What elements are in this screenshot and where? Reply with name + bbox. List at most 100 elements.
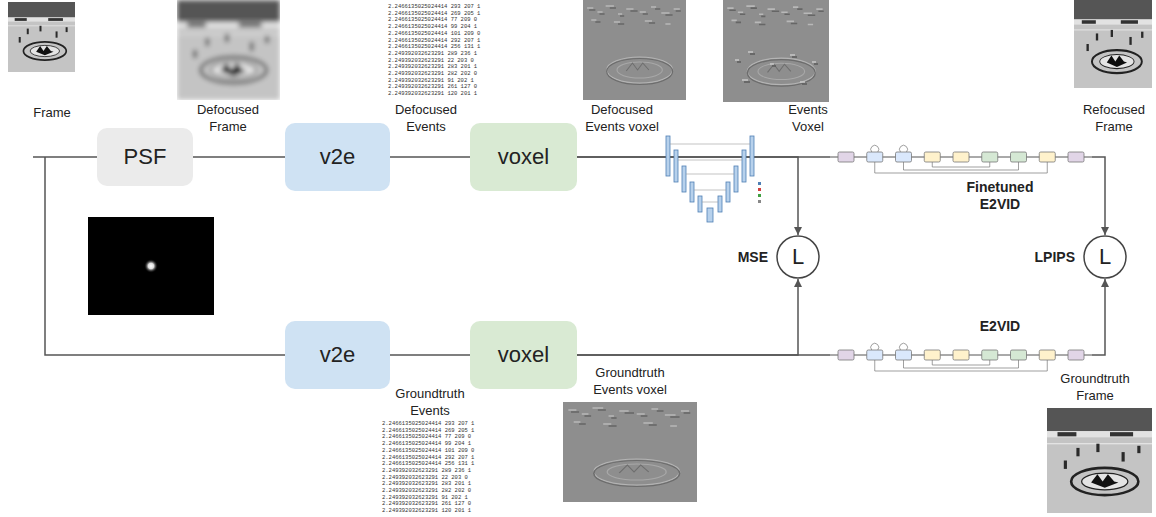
network-layer bbox=[896, 152, 912, 162]
event-record: 2.249392032623291 261 127 0 bbox=[382, 501, 471, 507]
connector bbox=[1092, 279, 1105, 355]
network-layer bbox=[924, 152, 940, 162]
connector bbox=[390, 354, 470, 356]
event-record: 2.249392032623291 282 202 0 bbox=[388, 71, 477, 77]
process-box: v2e bbox=[285, 123, 390, 191]
loss-circle: LPIPSL bbox=[1083, 235, 1127, 279]
event-record: 2.249392032623291 282 202 0 bbox=[382, 488, 471, 494]
connector bbox=[193, 156, 285, 158]
groundtruth-voxel-image bbox=[563, 402, 697, 502]
process-box: voxel bbox=[470, 321, 577, 389]
skip-connection bbox=[932, 360, 990, 365]
image-caption: Frame bbox=[22, 104, 82, 121]
input-branch-line bbox=[45, 157, 285, 355]
network-block: E2VID bbox=[830, 337, 1092, 373]
event-record: 2.2466135025024414 77 209 0 bbox=[388, 17, 477, 23]
network-layer bbox=[982, 350, 998, 360]
event-record: 2.2466135025024414 292 207 1 bbox=[382, 455, 474, 461]
frame-image bbox=[8, 2, 75, 72]
psf-image bbox=[88, 217, 214, 315]
operation-box: PSF bbox=[97, 128, 193, 186]
recurrent-loop bbox=[900, 145, 908, 152]
process-label: voxel bbox=[498, 343, 549, 367]
network-layer bbox=[838, 152, 854, 162]
loss-symbol: L bbox=[1099, 245, 1111, 269]
event-record: 2.249392032623291 289 236 1 bbox=[388, 51, 477, 57]
network-layer bbox=[1011, 152, 1027, 162]
network-layer bbox=[1011, 350, 1027, 360]
event-record: 2.2466135025024414 269 205 1 bbox=[388, 11, 480, 17]
network-graph bbox=[830, 337, 1092, 373]
skip-connection bbox=[904, 162, 1019, 170]
input-line bbox=[33, 156, 97, 158]
recurrent-loop bbox=[871, 145, 879, 152]
event-record: 2.249392032623291 283 201 1 bbox=[382, 481, 471, 487]
network-layer bbox=[838, 350, 854, 360]
network-graph bbox=[830, 139, 1092, 175]
event-record: 2.249392032623291 91 202 1 bbox=[388, 78, 474, 84]
event-record: 2.2466135025024414 293 207 1 bbox=[382, 421, 474, 427]
network-layer bbox=[1068, 350, 1084, 360]
event-record: 2.2466135025024414 99 204 1 bbox=[382, 441, 471, 447]
event-record: 2.2466135025024414 99 204 1 bbox=[388, 24, 477, 30]
event-record: 2.249392032623291 120 201 1 bbox=[388, 91, 477, 97]
connector bbox=[577, 279, 798, 355]
recurrent-loop bbox=[871, 343, 879, 350]
skip-connection bbox=[932, 162, 990, 167]
groundtruth-frame-image bbox=[1047, 408, 1152, 513]
image-caption: Groundtruth Events voxel bbox=[586, 364, 674, 398]
image-caption: Defocused Events voxel bbox=[578, 101, 666, 135]
event-record: 2.2466135025024414 256 131 1 bbox=[388, 44, 480, 50]
loss-circle: MSEL bbox=[776, 235, 820, 279]
process-label: v2e bbox=[320, 343, 355, 367]
image-caption: Refocused Frame bbox=[1074, 101, 1154, 135]
unet-figure bbox=[666, 136, 761, 222]
process-box: v2e bbox=[285, 321, 390, 389]
network-name: E2VID bbox=[955, 318, 1045, 335]
event-record: 2.2466135025024414 101 209 0 bbox=[382, 448, 474, 454]
event-record: 2.249392032623291 289 236 1 bbox=[382, 468, 471, 474]
refocused-frame-image bbox=[1074, 0, 1152, 88]
event-record: 2.2466135025024414 256 131 1 bbox=[382, 461, 474, 467]
network-name: Finetuned E2VID bbox=[955, 179, 1045, 213]
loss-name: LPIPS bbox=[1035, 249, 1075, 266]
network-layer bbox=[867, 350, 883, 360]
event-record: 2.249392032623291 120 201 1 bbox=[382, 508, 471, 514]
event-record: 2.249392032623291 283 201 1 bbox=[388, 64, 477, 70]
image-caption: Defocused Events bbox=[386, 101, 466, 135]
image-caption: Defocused Frame bbox=[188, 101, 268, 135]
loss-circle-shape bbox=[1084, 236, 1126, 278]
loss-symbol: L bbox=[792, 245, 804, 269]
image-caption: Groundtruth Frame bbox=[1045, 370, 1145, 404]
event-record: 2.249392032623291 261 127 0 bbox=[388, 84, 477, 90]
process-label: v2e bbox=[320, 145, 355, 169]
defocused-voxel-image bbox=[583, 0, 686, 100]
event-record: 2.2466135025024414 77 209 0 bbox=[382, 434, 471, 440]
event-record: 2.249392032623291 22 203 0 bbox=[388, 58, 474, 64]
network-block: Finetuned E2VID bbox=[830, 139, 1092, 175]
network-layer bbox=[1039, 350, 1055, 360]
event-record: 2.2466135025024414 101 209 0 bbox=[388, 31, 480, 37]
connector bbox=[1092, 157, 1105, 235]
network-layer bbox=[982, 152, 998, 162]
network-layer bbox=[924, 350, 940, 360]
network-layer bbox=[953, 152, 969, 162]
recurrent-loop bbox=[900, 343, 908, 350]
skip-connection bbox=[875, 360, 1048, 371]
network-layer bbox=[1068, 152, 1084, 162]
loss-name: MSE bbox=[738, 249, 768, 266]
connector bbox=[390, 156, 470, 158]
skip-connection bbox=[875, 162, 1048, 173]
event-record: 2.2466135025024414 293 207 1 bbox=[388, 4, 480, 10]
image-caption: Events Voxel bbox=[778, 101, 838, 135]
network-layer bbox=[1039, 152, 1055, 162]
event-record: 2.2466135025024414 269 205 1 bbox=[382, 428, 474, 434]
skip-connection bbox=[904, 360, 1019, 368]
network-layer bbox=[867, 152, 883, 162]
network-layer bbox=[953, 350, 969, 360]
network-layer bbox=[896, 350, 912, 360]
defocused-frame-image bbox=[177, 0, 280, 100]
process-label: voxel bbox=[498, 145, 549, 169]
event-record: 2.249392032623291 91 202 1 bbox=[382, 495, 468, 501]
